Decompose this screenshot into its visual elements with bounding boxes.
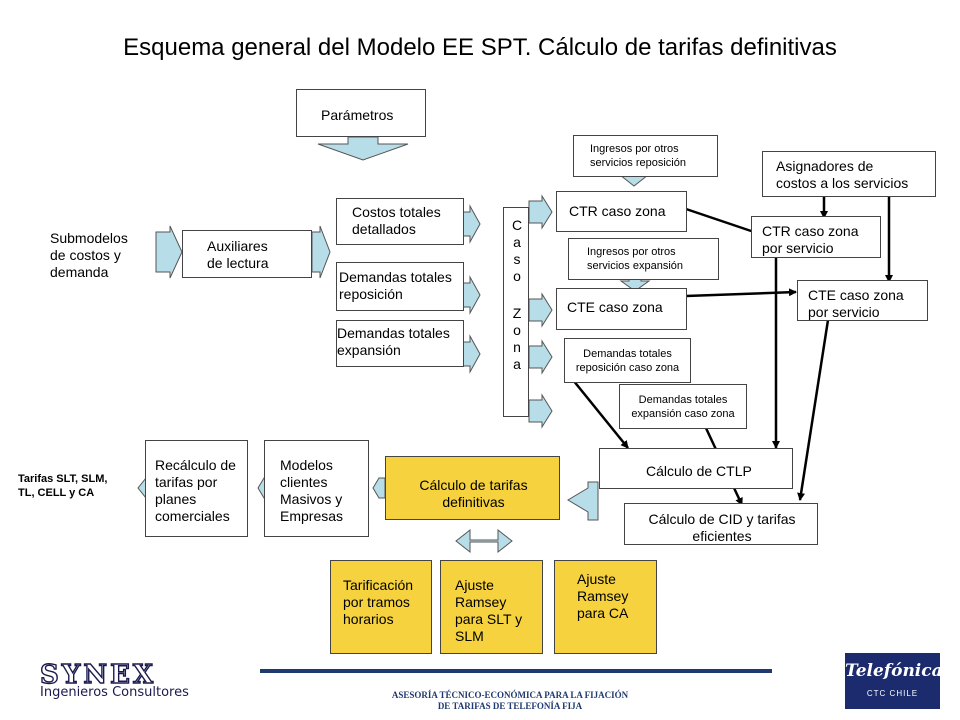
arrow-submodelos <box>155 225 183 279</box>
cte-caso-zona-box: CTE caso zona <box>556 288 687 330</box>
ramsey-ca-box: Ajuste Ramsey para CA <box>554 560 657 654</box>
caso-zona-letter: a <box>513 356 521 372</box>
arrow-ctlp-to-definitivas <box>567 481 599 521</box>
modelos-clientes-label: Modelos clientes Masivos y Empresas <box>280 457 344 524</box>
arrow-definitivas-left <box>372 477 386 499</box>
recalculo-label: Recálculo de tarifas por planes comercia… <box>155 457 236 524</box>
tarificacion-box: Tarificación por tramos horarios <box>330 560 432 654</box>
cte-por-servicio-label: CTE caso zona por servicio <box>808 287 904 320</box>
parametros-label: Parámetros <box>321 107 394 123</box>
recalculo-box: Recálculo de tarifas por planes comercia… <box>145 440 248 537</box>
demandas-reposicion-box: Demandas totales reposición <box>336 262 464 311</box>
arrow-caso-ctr <box>528 194 553 230</box>
costos-totales-box: Costos totales detallados <box>336 198 464 245</box>
line-cte-to-cteserv <box>685 288 797 298</box>
ingresos-reposicion-label: Ingresos por otros servicios reposición <box>590 143 686 169</box>
caso-zona-letter: o <box>513 268 521 284</box>
arrow-updown <box>455 528 513 554</box>
footer-divider <box>260 669 772 673</box>
demandas-rep-caso-zona-label: Demandas totales reposición caso zona <box>575 348 680 374</box>
caso-zona-letter: a <box>513 234 521 250</box>
calculo-cid-label: Cálculo de CID y tarifas eficientes <box>648 511 796 544</box>
arrow-caso-rep <box>528 339 553 375</box>
ramsey-slt-box: Ajuste Ramsey para SLT y SLM <box>440 560 543 654</box>
ctr-caso-zona-label: CTR caso zona <box>569 203 666 219</box>
telefonica-logo-wordmark: Telefónica <box>845 661 943 681</box>
calculo-cid-box: Cálculo de CID y tarifas eficientes <box>624 503 818 545</box>
caso-zona-letter: o <box>513 322 521 338</box>
ingresos-expansion-label: Ingresos por otros servicios expansión <box>587 246 683 272</box>
ctr-por-servicio-box: CTR caso zona por servicio <box>751 216 881 258</box>
demandas-exp-caso-zona-label: Demandas totales expansión caso zona <box>631 394 735 420</box>
parametros-box: Parámetros <box>296 89 426 137</box>
ctr-caso-zona-box: CTR caso zona <box>556 191 687 232</box>
caso-zona-letter: n <box>513 339 521 355</box>
line-demrep-to-ctlp <box>572 379 629 449</box>
modelos-clientes-box: Modelos clientes Masivos y Empresas <box>264 440 369 537</box>
demandas-exp-caso-zona-box: Demandas totales expansión caso zona <box>619 384 747 429</box>
caso-zona-letter: Z <box>512 305 522 321</box>
calculo-ctlp-box: Cálculo de CTLP <box>599 448 793 489</box>
footer-asesoria: ASESORÍA TÉCNICO-ECONÓMICA PARA LA FIJAC… <box>391 690 629 711</box>
asignadores-label: Asignadores de costos a los servicios <box>776 158 909 191</box>
arrow-parametros-down <box>317 136 409 161</box>
submodelos-label: Submodelos de costos y demanda <box>50 230 128 280</box>
caso-zona-box: C a s o Z o n a <box>503 207 529 417</box>
arrow-caso-cte <box>528 292 553 328</box>
demandas-rep-caso-zona-box: Demandas totales reposición caso zona <box>564 338 691 383</box>
synex-logo-subtitle: Ingenieros Consultores <box>40 685 189 700</box>
auxiliares-box: Auxiliares de lectura <box>182 230 312 278</box>
page-title: Esquema general del Modelo EE SPT. Cálcu… <box>123 34 837 61</box>
caso-zona-letter: s <box>513 251 521 267</box>
cte-por-servicio-box: CTE caso zona por servicio <box>797 280 928 321</box>
arrow-caso-exp <box>528 393 553 429</box>
ingresos-expansion-box: Ingresos por otros servicios expansión <box>568 238 719 280</box>
costos-totales-label: Costos totales detallados <box>352 204 441 237</box>
synex-logo: SYNEX <box>39 660 157 690</box>
telefonica-logo-subtitle: CTC CHILE <box>866 689 919 698</box>
ramsey-slt-label: Ajuste Ramsey para SLT y SLM <box>455 577 523 644</box>
calculo-definitivas-label: Cálculo de tarifas definitivas <box>419 477 528 510</box>
ramsey-ca-label: Ajuste Ramsey para CA <box>577 571 629 621</box>
demandas-expansion-box: Demandas totales expansión <box>336 320 464 367</box>
tarificacion-label: Tarificación por tramos horarios <box>343 577 414 627</box>
ingresos-reposicion-box: Ingresos por otros servicios reposición <box>573 135 718 177</box>
asignadores-box: Asignadores de costos a los servicios <box>762 151 936 197</box>
telefonica-logo: Telefónica CTC CHILE <box>845 653 943 709</box>
demandas-expansion-label: Demandas totales expansión <box>337 325 450 358</box>
caso-zona-letter: C <box>511 217 523 233</box>
tarifas-slt-label: Tarifas SLT, SLM, TL, CELL y CA <box>18 473 108 499</box>
arrow-auxiliares <box>311 225 331 279</box>
ctr-por-servicio-label: CTR caso zona por servicio <box>762 223 859 256</box>
demandas-reposicion-label: Demandas totales reposición <box>339 269 452 302</box>
calculo-ctlp-label: Cálculo de CTLP <box>646 463 752 479</box>
auxiliares-label: Auxiliares de lectura <box>207 238 269 271</box>
cte-caso-zona-label: CTE caso zona <box>567 299 663 315</box>
line-ctr-to-ctrserv <box>685 207 761 236</box>
calculo-definitivas-box: Cálculo de tarifas definitivas <box>385 456 560 520</box>
line-cteserv-to-cid <box>797 319 830 501</box>
